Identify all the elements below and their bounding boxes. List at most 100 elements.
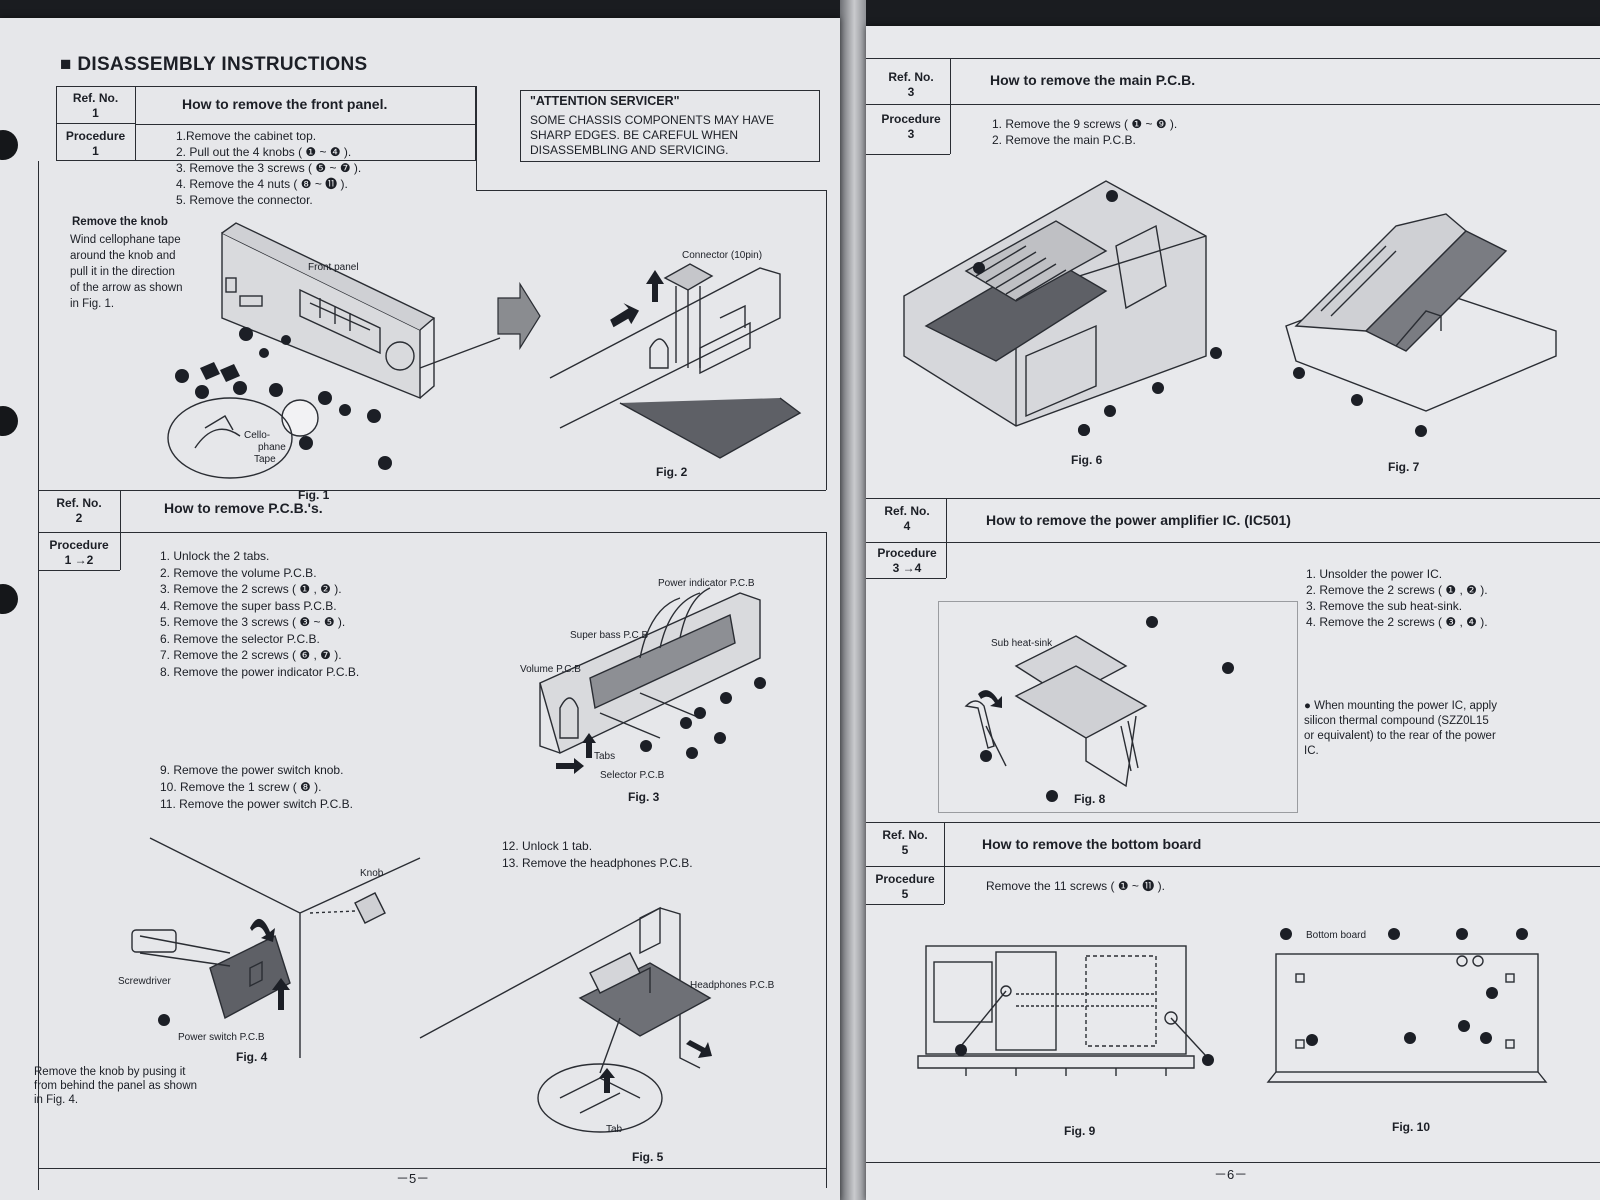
fig8-heatsink-drawing [964,616,1234,802]
divider [866,104,1600,105]
frame-line [826,532,827,1188]
section1-title: How to remove the front panel. [182,96,388,112]
frame-line [944,822,945,904]
attention-box [520,90,820,162]
fig1-caption: Fig. 1 [298,488,330,502]
fig2-caption: Fig. 2 [656,465,688,479]
section3-procedure: Procedure 3 [872,112,950,142]
frame-line [476,86,477,190]
section1-ref: Ref. No. 1 [56,86,136,124]
frame-line [38,490,39,570]
procedure-label: Procedure [65,129,126,143]
step-text: 10. Remove the 1 screw ( ❽ ). [160,780,322,794]
section1-procedure: Procedure 1 [56,124,136,161]
step-text: 4. Remove the 2 screws ( ❸ , ❹ ). [1306,615,1488,629]
knob-note-line: in Fig. 1. [70,298,115,310]
ref-label: Ref. No. [888,70,934,84]
fig10-caption: Fig. 10 [1392,1120,1431,1134]
knob-note-line: Wind cellophane tape [70,234,181,246]
step-text: 4. Remove the 4 nuts ( ❽ ~ ⓫ ). [176,177,348,191]
step-text: 1. Unlock the 2 tabs. [160,549,270,563]
step-text: 5. Remove the connector. [176,193,313,207]
step-text: 9. Remove the power switch knob. [160,763,344,777]
step-text: 2. Remove the volume P.C.B. [160,565,317,580]
fig7-caption: Fig. 7 [1388,460,1420,474]
right-page: Ref. No. 3 Procedure 3 How to remove the… [866,26,1600,1200]
knob-note-title: Remove the knob [72,216,168,228]
label-power-switch: Power switch P.C.B [178,1032,265,1043]
ref-number: 2 [75,511,83,525]
divider [866,578,946,579]
frame-line [38,1168,826,1169]
knob-note-line: around the knob and [70,250,176,262]
step-text: 1. Unsolder the power IC. [1306,567,1443,581]
attention-line: SOME CHASSIS COMPONENTS MAY HAVE [530,113,775,127]
page-gutter [840,0,866,1200]
fig6-caption: Fig. 6 [1071,453,1103,467]
label-tab: Tab [606,1124,623,1135]
section5-title: How to remove the bottom board [982,836,1202,852]
procedure-label: Procedure [875,872,935,886]
ref-number: 5 [901,843,909,857]
label-knob: Knob [360,868,384,879]
ref-label: Ref. No. [882,828,928,842]
step-text: Remove the 11 screws ( ❶ ~ ⓫ ). [986,879,1165,893]
section2-ref: Ref. No. 2 [38,496,120,526]
fig5-headphones-drawing [419,906,712,1133]
ref-number: 4 [903,519,911,533]
section2-title: How to remove P.C.B.'s. [164,500,323,516]
mount-note-line: or equivalent) to the rear of the power [1304,730,1496,742]
ref-label: Ref. No. [72,91,119,105]
attention-title: "ATTENTION SERVICER" [530,94,680,108]
step-text: 11. Remove the power switch P.C.B. [160,797,353,811]
label-headphones: Headphones P.C.B [690,980,775,991]
frame-line [120,490,121,570]
step-text: 13. Remove the headphones P.C.B. [502,856,693,870]
frame-line [38,570,39,1190]
frame-line [866,1162,1600,1163]
divider [38,570,120,571]
ref-number: 3 [907,85,915,99]
label-sub-heat-sink: Sub heat-sink [991,638,1053,649]
procedure-number: 1 [92,144,99,158]
divider [38,532,826,533]
step-text: 8. Remove the power indicator P.C.B. [160,664,360,679]
step-text: 3. Remove the 2 screws ( ❶ , ❷ ). [160,582,342,596]
label-front-panel: Front panel [308,262,359,273]
step-text: 3. Remove the 3 screws ( ❺ ~ ❼ ). [176,161,362,175]
knob-note-line: Remove the knob by pusing it [34,1066,186,1078]
knob-note-line: from behind the panel as shown [34,1080,198,1092]
procedure-number: 1 →2 [64,553,94,567]
frame-line [826,190,827,490]
fig5-caption: Fig. 5 [632,1150,664,1164]
fig7-chassis-drawing [1285,213,1557,437]
binder-hole [0,130,18,160]
ref-label: Ref. No. [884,504,930,518]
label-screwdriver: Screwdriver [118,976,171,987]
fig6-main-pcb-drawing [903,180,1222,436]
knob-note-line: in Fig. 4. [34,1094,79,1106]
step-text: 12. Unlock 1 tab. [502,839,593,853]
section3-ref: Ref. No. 3 [872,70,950,100]
section4-procedure: Procedure 3 →4 [868,546,946,576]
fig9-caption: Fig. 9 [1064,1124,1096,1138]
label-volume: Volume P.C.B [520,664,581,675]
divider [38,490,826,491]
step-text: 5. Remove the 3 screws ( ❸ ~ ❺ ). [160,615,346,629]
knob-note-line: pull it in the direction [70,266,175,278]
mount-note-line: silicon thermal compound (SZZ0L15 [1304,715,1489,727]
frame-line [38,161,39,516]
step-text: 1. Remove the 9 screws ( ❶ ~ ❾ ). [992,117,1178,131]
step-text: 2. Pull out the 4 knobs ( ❶ ~ ❹ ). [176,145,352,159]
fig1-front-panel-drawing [167,222,501,479]
step-text: 7. Remove the 2 screws ( ❻ , ❼ ). [160,648,342,662]
ref-number: 1 [92,106,99,120]
divider [866,542,1600,543]
procedure-label: Procedure [877,546,937,560]
procedure-label: Procedure [881,112,941,126]
label-cello: Cello- [244,430,271,441]
frame-line [950,58,951,154]
knob-note-line: of the arrow as shown [70,282,183,294]
step-text: 1.Remove the cabinet top. [176,129,317,143]
fig8-frame [938,601,1298,813]
